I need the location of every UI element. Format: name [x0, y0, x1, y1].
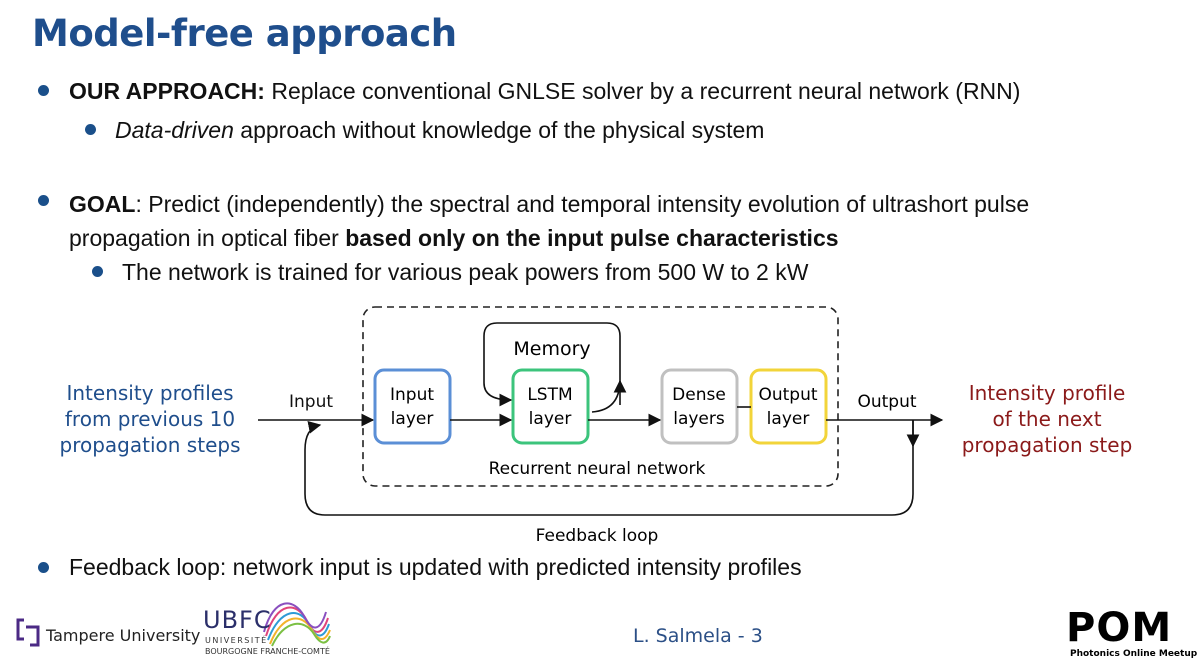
feedback-label: Feedback loop: [536, 526, 659, 546]
right-label-line2: of the next: [992, 407, 1101, 431]
output-arrow-label: Output: [857, 392, 916, 412]
input-layer-label-2: layer: [391, 409, 434, 429]
ubfc-sub1: UNIVERSITÉ: [205, 636, 268, 645]
input-arrow-label: Input: [289, 392, 333, 412]
feedback-loop: [304, 420, 914, 516]
bullet-goal-sub: The network is trained for various peak …: [122, 257, 808, 287]
ubfc-label: UBFC: [203, 606, 272, 634]
bullet-dot: [38, 85, 49, 96]
tampere-logo-icon: [16, 618, 40, 647]
bullet-approach-sub-em: Data-driven: [115, 117, 234, 143]
slide-title: Model-free approach: [32, 12, 457, 55]
ubfc-sub2: BOURGOGNE FRANCHE-COMTÉ: [205, 647, 330, 656]
right-label-line1: Intensity profile: [969, 381, 1126, 405]
rnn-boundary: [362, 306, 839, 487]
left-label-line3: propagation steps: [60, 433, 241, 457]
rnn-label: Recurrent neural network: [489, 459, 706, 479]
pom-subtitle: Photonics Online Meetup: [1070, 649, 1198, 659]
bullet-approach-text: Replace conventional GNLSE solver by a r…: [264, 78, 1021, 104]
lstm-layer-block: [511, 368, 590, 445]
bullet-goal-strong: GOAL: [69, 191, 136, 217]
page-number: L. Salmela - 3: [633, 625, 763, 647]
left-label-line2: from previous 10: [65, 407, 235, 431]
ubfc-logo-icon: [263, 602, 331, 647]
lstm-layer-label-1: LSTM: [527, 385, 572, 405]
input-layer-block: [373, 368, 452, 445]
bullet-feedback-text: Feedback loop: network input is updated …: [69, 554, 802, 580]
bullet-dot: [38, 562, 49, 573]
right-label-line3: propagation step: [962, 433, 1133, 457]
memory-label: Memory: [513, 338, 590, 360]
bullet-goal-line2-strong: based only on the input pulse characteri…: [345, 225, 839, 251]
bullet-feedback: Feedback loop: network input is updated …: [69, 552, 802, 582]
bullet-goal-sub-text: The network is trained for various peak …: [122, 259, 809, 285]
left-label-line1: Intensity profiles: [66, 381, 233, 405]
pom-logo: POM: [1066, 605, 1173, 651]
input-layer-label-1: Input: [390, 385, 434, 405]
bullet-goal-line2-text: propagation in optical fiber: [69, 225, 346, 251]
bullet-goal: GOAL: Predict (independently) the spectr…: [69, 189, 1029, 219]
bullet-approach-strong: OUR APPROACH:: [69, 78, 265, 104]
bullet-approach: OUR APPROACH: Replace conventional GNLSE…: [69, 76, 1020, 106]
output-layer-label-1: Output: [758, 385, 817, 405]
bullet-goal-line2: propagation in optical fiber based only …: [69, 223, 839, 253]
dense-layers-label-2: layers: [673, 409, 725, 429]
output-layer-block: [749, 368, 828, 445]
bullet-goal-text: : Predict (independently) the spectral a…: [135, 191, 1030, 217]
bullet-dot: [85, 124, 96, 135]
bullet-dot: [38, 195, 49, 206]
bullet-approach-sub: Data-driven approach without knowledge o…: [115, 115, 764, 145]
dense-layers-block: [660, 368, 739, 445]
bullet-approach-sub-text: approach without knowledge of the physic…: [233, 117, 765, 143]
tampere-university-label: Tampere University: [46, 626, 201, 645]
dense-layers-label-1: Dense: [672, 385, 726, 405]
bullet-dot: [92, 266, 103, 277]
output-layer-label-2: layer: [767, 409, 810, 429]
lstm-layer-label-2: layer: [529, 409, 572, 429]
